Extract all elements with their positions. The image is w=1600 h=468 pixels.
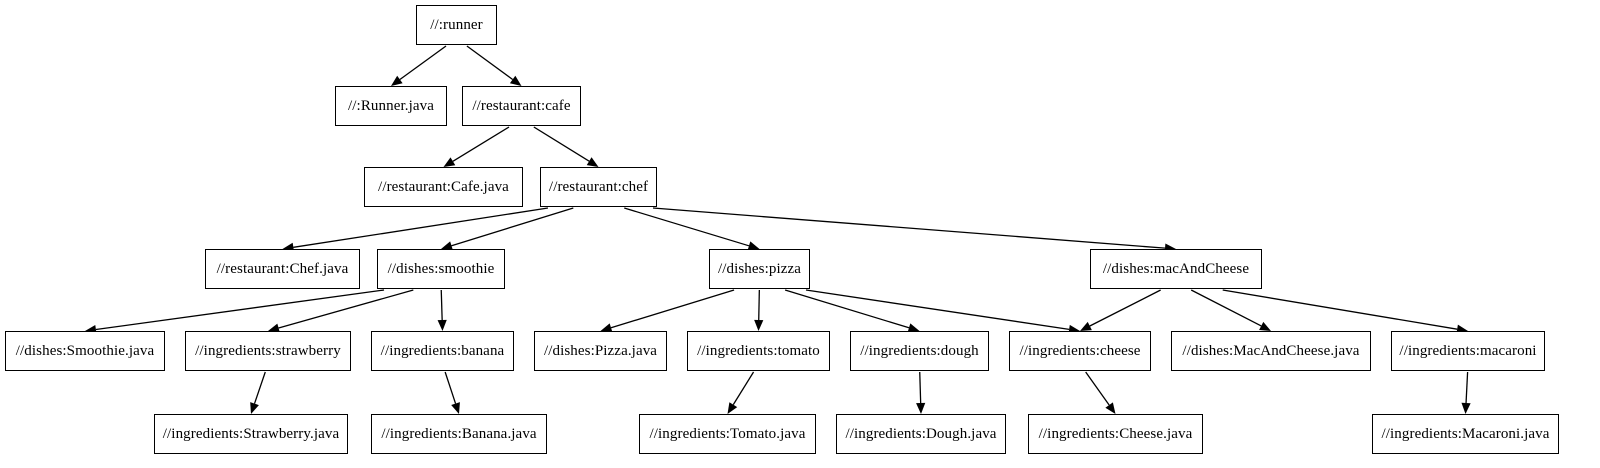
graph-edge-restaurant_chef-to-dishes_pizza — [624, 207, 750, 247]
graph-node-ing_macaroni[interactable]: //ingredients:macaroni — [1391, 331, 1545, 371]
graph-node-chef_java[interactable]: //restaurant:Chef.java — [205, 249, 360, 289]
graph-arrowhead-ing_dough-to-dough_java — [916, 402, 926, 414]
graph-node-label: //restaurant:cafe — [472, 97, 571, 114]
graph-node-ing_tomato[interactable]: //ingredients:tomato — [687, 331, 830, 371]
graph-edge-restaurant_chef-to-chef_java — [293, 207, 549, 248]
graph-arrowhead-dishes_mac-to-mac_java — [1259, 321, 1271, 331]
graph-edge-restaurant_chef-to-dishes_smoothie — [451, 207, 574, 247]
graph-node-label: //ingredients:Banana.java — [381, 425, 537, 442]
graph-node-ing_strawberry[interactable]: //ingredients:strawberry — [185, 331, 351, 371]
graph-node-label: //ingredients:banana — [380, 342, 505, 359]
graph-node-label: //dishes:Pizza.java — [543, 342, 658, 359]
graph-node-pizza_java[interactable]: //dishes:Pizza.java — [534, 331, 667, 371]
graph-node-smoothie_java[interactable]: //dishes:Smoothie.java — [5, 331, 165, 371]
graph-edge-ing_macaroni-to-macaroni_java — [1465, 371, 1469, 404]
graph-edge-dishes_pizza-to-pizza_java — [610, 289, 735, 329]
graph-node-label: //dishes:pizza — [717, 260, 802, 277]
graph-edge-dishes_smoothie-to-smoothie_java — [95, 289, 385, 331]
graph-edge-dishes_mac-to-ing_cheese — [1089, 289, 1161, 327]
graph-node-label: //ingredients:cheese — [1019, 342, 1141, 359]
graph-edge-dishes_mac-to-ing_macaroni — [1222, 289, 1458, 330]
graph-edge-runner-to-runner_java — [399, 45, 447, 81]
graph-node-label: //ingredients:strawberry — [195, 342, 341, 359]
graph-edge-ing_dough-to-dough_java — [919, 371, 922, 404]
graph-node-label: //ingredients:Strawberry.java — [162, 425, 340, 442]
graph-edge-dishes_pizza-to-ing_tomato — [758, 289, 760, 321]
graph-arrowhead-ing_macaroni-to-macaroni_java — [1461, 402, 1471, 414]
graph-node-label: //dishes:macAndCheese — [1102, 260, 1250, 277]
graph-arrowhead-dishes_smoothie-to-ing_banana — [437, 319, 447, 331]
graph-node-strawberry_java[interactable]: //ingredients:Strawberry.java — [154, 414, 348, 454]
graph-node-restaurant_cafe[interactable]: //restaurant:cafe — [462, 86, 581, 126]
graph-node-restaurant_chef[interactable]: //restaurant:chef — [540, 167, 657, 207]
graph-node-mac_java[interactable]: //dishes:MacAndCheese.java — [1171, 331, 1371, 371]
graph-node-label: //ingredients:dough — [860, 342, 979, 359]
graph-node-macaroni_java[interactable]: //ingredients:Macaroni.java — [1372, 414, 1559, 454]
graph-edge-runner-to-restaurant_cafe — [466, 45, 514, 81]
graph-node-ing_cheese[interactable]: //ingredients:cheese — [1009, 331, 1151, 371]
graph-arrowhead-ing_banana-to-banana_java — [451, 402, 460, 414]
graph-edge-restaurant_cafe-to-restaurant_chef — [533, 126, 590, 162]
graph-node-label: //:Runner.java — [348, 97, 434, 114]
graph-edge-ing_cheese-to-cheese_java — [1085, 371, 1110, 406]
graph-arrowhead-dishes_mac-to-ing_cheese — [1080, 321, 1092, 331]
graph-node-label: //ingredients:Macaroni.java — [1381, 425, 1550, 442]
graph-edge-ing_strawberry-to-strawberry_java — [253, 371, 266, 404]
graph-arrowhead-runner-to-runner_java — [391, 75, 403, 86]
graph-edge-restaurant_cafe-to-cafe_java — [452, 126, 510, 162]
graph-node-dough_java[interactable]: //ingredients:Dough.java — [836, 414, 1006, 454]
graph-node-label: //ingredients:Cheese.java — [1038, 425, 1193, 442]
graph-node-ing_dough[interactable]: //ingredients:dough — [850, 331, 989, 371]
graph-arrowhead-dishes_pizza-to-ing_tomato — [754, 319, 764, 331]
graph-edge-ing_banana-to-banana_java — [444, 371, 457, 404]
graph-arrowhead-runner-to-restaurant_cafe — [509, 75, 522, 86]
graph-node-dishes_mac[interactable]: //dishes:macAndCheese — [1090, 249, 1262, 289]
graph-arrowhead-ing_cheese-to-cheese_java — [1105, 402, 1116, 414]
graph-edge-dishes_pizza-to-ing_dough — [784, 289, 910, 329]
graph-arrowhead-ing_strawberry-to-strawberry_java — [250, 402, 259, 414]
graph-edge-dishes_pizza-to-ing_cheese — [805, 289, 1070, 331]
graph-node-dishes_smoothie[interactable]: //dishes:smoothie — [377, 249, 505, 289]
graph-arrowhead-ing_tomato-to-tomato_java — [727, 402, 738, 414]
graph-edge-ing_tomato-to-tomato_java — [732, 371, 755, 405]
graph-node-cheese_java[interactable]: //ingredients:Cheese.java — [1028, 414, 1203, 454]
graph-node-label: //:runner — [430, 16, 483, 33]
graph-node-label: //restaurant:Cafe.java — [378, 178, 509, 195]
graph-node-label: //restaurant:chef — [548, 178, 649, 195]
graph-edge-dishes_mac-to-mac_java — [1190, 289, 1262, 327]
graph-node-label: //dishes:smoothie — [387, 260, 495, 277]
graph-node-runner_java[interactable]: //:Runner.java — [335, 86, 447, 126]
graph-node-label: //dishes:MacAndCheese.java — [1182, 342, 1360, 359]
graph-node-label: //ingredients:Tomato.java — [649, 425, 806, 442]
graph-node-banana_java[interactable]: //ingredients:Banana.java — [371, 414, 547, 454]
graph-arrowhead-restaurant_cafe-to-restaurant_chef — [586, 157, 599, 167]
graph-node-cafe_java[interactable]: //restaurant:Cafe.java — [364, 167, 523, 207]
graph-edge-restaurant_chef-to-dishes_mac — [652, 207, 1166, 249]
graph-node-label: //ingredients:macaroni — [1399, 342, 1537, 359]
graph-node-dishes_pizza[interactable]: //dishes:pizza — [709, 249, 810, 289]
graph-node-label: //ingredients:Dough.java — [845, 425, 997, 442]
graph-node-label: //restaurant:Chef.java — [216, 260, 349, 277]
graph-edge-dishes_smoothie-to-ing_banana — [440, 289, 443, 321]
graph-node-label: //dishes:Smoothie.java — [15, 342, 155, 359]
graph-node-tomato_java[interactable]: //ingredients:Tomato.java — [639, 414, 816, 454]
graph-node-runner[interactable]: //:runner — [416, 5, 497, 45]
graph-edge-dishes_smoothie-to-ing_strawberry — [278, 289, 414, 329]
graph-node-ing_banana[interactable]: //ingredients:banana — [371, 331, 514, 371]
graph-node-label: //ingredients:tomato — [697, 342, 820, 359]
graph-arrowhead-restaurant_cafe-to-cafe_java — [443, 157, 456, 167]
